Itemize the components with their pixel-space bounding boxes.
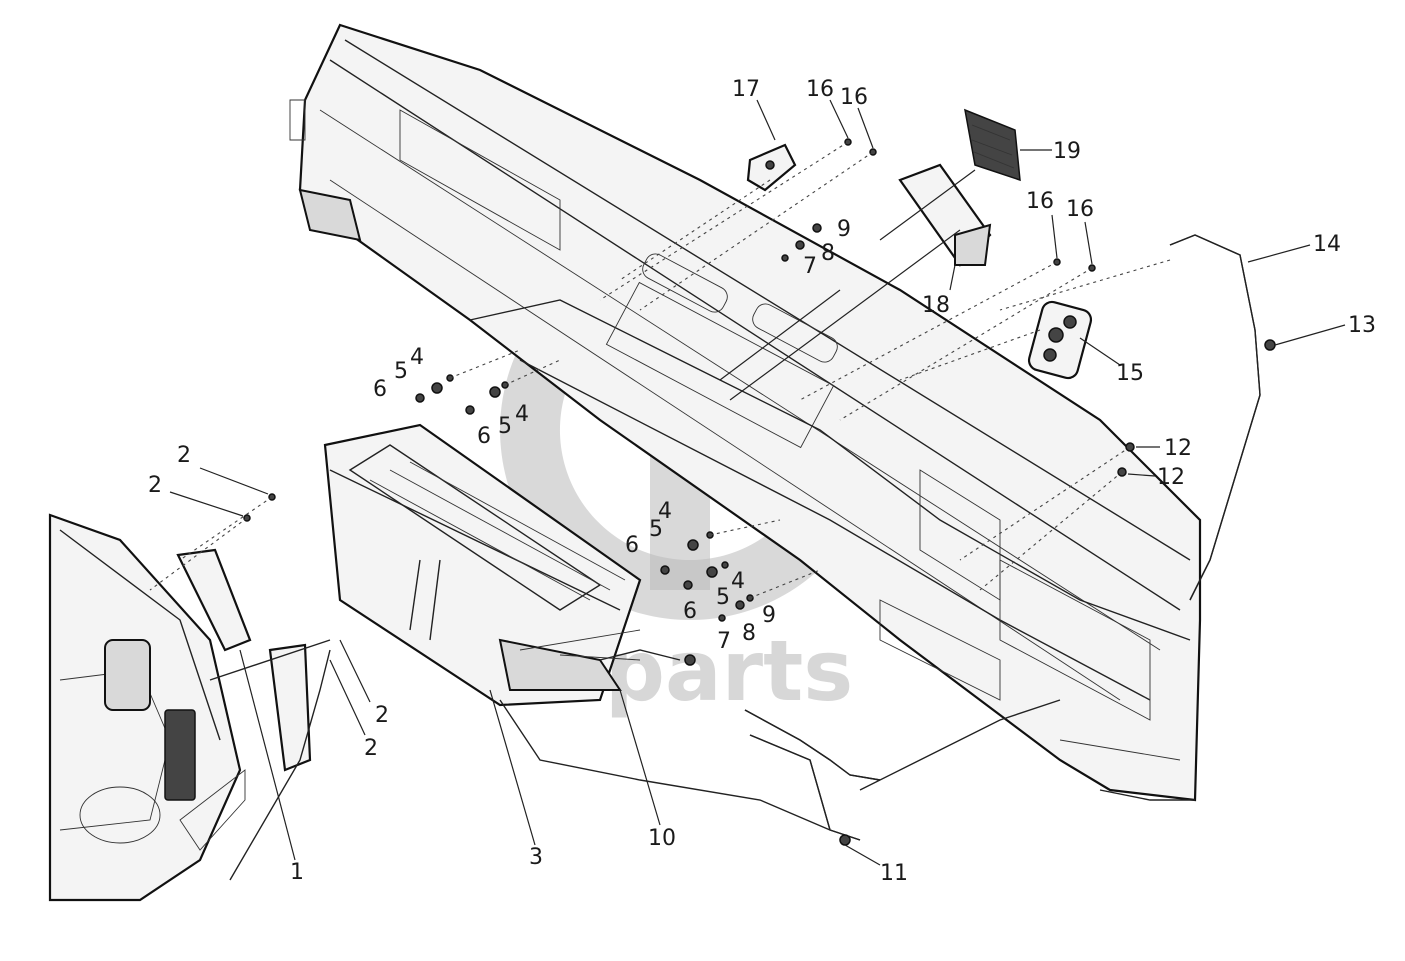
callout-14: 14 [1313,232,1341,257]
callout-16: 16 [1066,197,1094,222]
callout-2: 2 [148,473,162,498]
assembly-lines [149,141,1171,599]
callout-labels: 17 16 16 19 9 8 7 16 16 14 18 13 15 4 5 … [148,77,1376,886]
callout-6: 6 [683,599,697,624]
part-10-cable [229,649,831,881]
callout-5: 5 [649,517,663,542]
callout-11: 11 [880,861,908,886]
part-11-pipes [744,699,1061,846]
instrument-panel [48,513,246,902]
callout-18: 18 [922,293,950,318]
callout-16: 16 [1026,189,1054,214]
callout-16: 16 [806,77,834,102]
callout-7: 7 [803,254,817,279]
callout-4: 4 [410,345,424,370]
callout-16: 16 [840,85,868,110]
callout-9: 9 [837,217,851,242]
part-14-hose [1169,234,1261,601]
callout-3: 3 [529,845,543,870]
callout-7: 7 [717,629,731,654]
callout-9: 9 [762,603,776,628]
callout-13: 13 [1348,313,1376,338]
callout-2: 2 [375,703,389,728]
callout-5: 5 [394,359,408,384]
callout-17: 17 [732,77,760,102]
part-19-vent [964,108,1021,182]
hvac-unit [323,423,642,707]
callout-6: 6 [373,377,387,402]
callout-10: 10 [648,826,676,851]
callout-6: 6 [625,533,639,558]
part-15-switch [1027,300,1093,380]
callout-12: 12 [1157,465,1185,490]
part-18-duct [898,163,992,267]
callout-19: 19 [1053,139,1081,164]
callout-6: 6 [477,424,491,449]
callout-leaders [169,99,1346,866]
callout-1: 1 [290,860,304,885]
callout-8: 8 [821,241,835,266]
callout-15: 15 [1116,361,1144,386]
part-1-bracket [176,548,331,772]
callout-4: 4 [515,402,529,427]
dashboard-crossbeam [289,23,1202,802]
callout-2: 2 [177,443,191,468]
callout-2: 2 [364,736,378,761]
callout-4: 4 [658,499,672,524]
callout-5: 5 [716,585,730,610]
callout-5: 5 [498,414,512,439]
part-17-cover [746,143,797,192]
callout-8: 8 [742,621,756,646]
callout-12: 12 [1164,436,1192,461]
callout-4: 4 [731,569,745,594]
